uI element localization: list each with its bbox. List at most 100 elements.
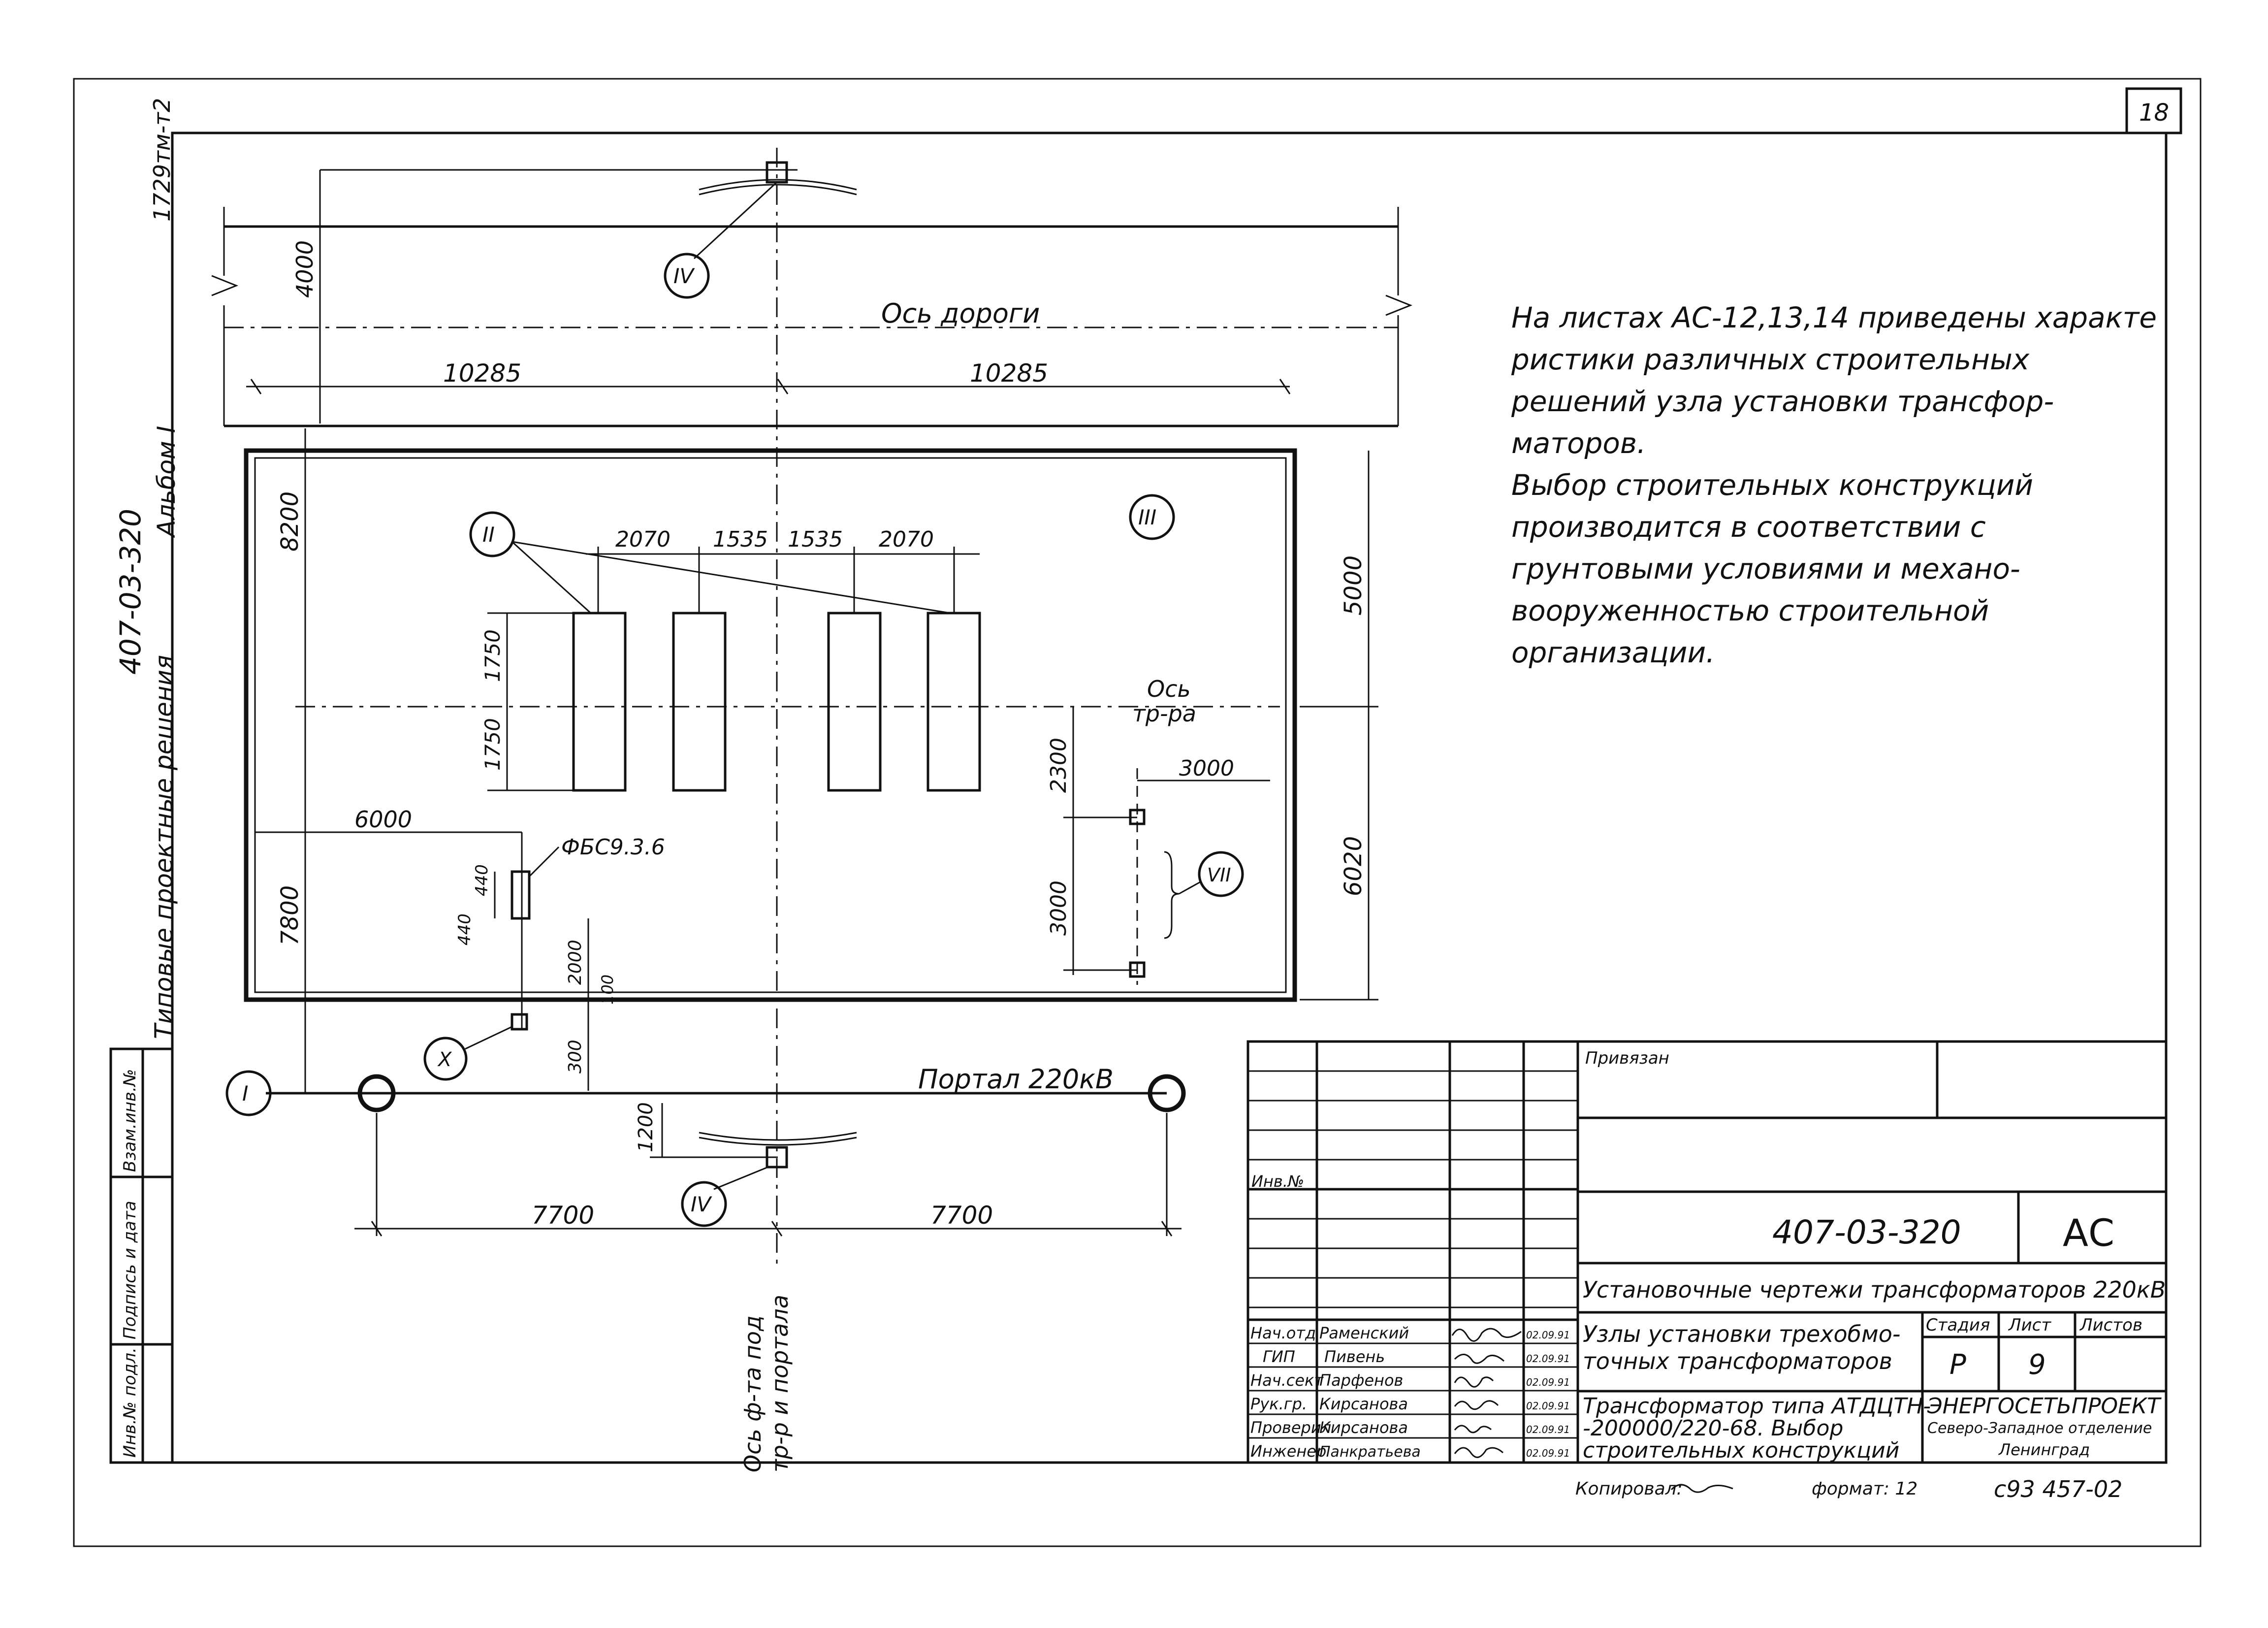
staff-role-2: ГИП <box>1263 1347 1295 1366</box>
staff-date-5: 02.09.91 <box>1526 1424 1570 1435</box>
corner-code-vertical: 1729тм-т2 <box>149 98 175 222</box>
project-title: Установочные чертежи трансформаторов 220… <box>1583 1276 2166 1303</box>
dim-block-440-a: 440 <box>472 864 492 896</box>
portal-column-left <box>357 1074 396 1112</box>
dim-portal-left: 7700 <box>532 1201 594 1230</box>
general-note: На листах АС-12,13,14 приведены характе … <box>1511 301 2157 669</box>
organization-2: Северо-Западное отделение <box>1927 1420 2152 1437</box>
note-line-6: производится в соответствии с <box>1511 510 1986 544</box>
sheet-title-2: точных трансформаторов <box>1583 1348 1892 1374</box>
dim-top-left-half: 10285 <box>443 359 521 388</box>
note-line-7: грунтовыми условиями и механо- <box>1511 552 2020 586</box>
note-line-3: решений узла установки трансфор- <box>1511 385 2054 418</box>
dim-block-2000: 2000 <box>565 940 585 985</box>
foundation-mark: ФБС9.3.6 <box>561 835 665 860</box>
svg-text:I: I <box>242 1081 248 1106</box>
staff-table: Нач.отд Раменский 02.09.91 ГИП Пивень 02… <box>1250 1324 1570 1461</box>
svg-text:III: III <box>1138 505 1156 529</box>
svg-text:II: II <box>482 522 495 547</box>
title-block: Инв.№ Привязан 407-03-320 АС Установочны… <box>1246 1040 2168 1464</box>
bottom-portal-symbol <box>699 1132 857 1146</box>
archive-number: с93 457-02 <box>1994 1476 2122 1502</box>
doc-mark: АС <box>2063 1211 2114 1255</box>
sheet-corner-box <box>2125 87 2182 134</box>
privyazan-label: Привязан <box>1585 1048 1669 1068</box>
anchor-bottom <box>1129 961 1146 978</box>
transformer-site <box>244 448 1297 1002</box>
note-line-5: Выбор строительных конструкций <box>1511 468 2033 502</box>
note-line-1: На листах АС-12,13,14 приведены характе <box>1511 301 2157 334</box>
dim-rail-lower: 1750 <box>480 718 505 771</box>
staff-role-4: Рук.гр. <box>1250 1395 1307 1413</box>
top-portal-symbol <box>699 179 857 195</box>
stage-header: Стадия <box>1926 1315 1990 1335</box>
sheet-header: Лист <box>2008 1315 2051 1335</box>
staff-date-3: 02.09.91 <box>1526 1376 1570 1388</box>
stamp-inv-podl: Инв.№ подл. <box>120 1347 140 1458</box>
callout-X <box>423 1037 468 1081</box>
anchor-top <box>1129 809 1146 825</box>
staff-role-1: Нач.отд <box>1250 1324 1316 1342</box>
callout-II <box>469 511 515 557</box>
stage-value: Р <box>1949 1349 1966 1381</box>
dim-block-440-b: 440 <box>455 913 475 945</box>
typical-solutions-text: Типовые проектные решения <box>150 655 178 1039</box>
copied-signature <box>1670 1484 1733 1493</box>
sheet-no-value: 9 <box>2028 1349 2046 1381</box>
road-axis-label: Ось дороги <box>881 298 1040 329</box>
rail-3 <box>827 612 882 792</box>
outer-border <box>73 78 2202 1547</box>
callout-VII <box>1198 851 1244 897</box>
rail-2 <box>672 612 727 792</box>
svg-text:IV: IV <box>673 264 695 288</box>
organization-1: ЭНЕРГОСЕТЬПРОЕКТ <box>1927 1394 2162 1419</box>
signature-6 <box>1454 1447 1503 1458</box>
staff-name-5: Кирсанова <box>1319 1418 1408 1437</box>
album-vertical: Альбом I <box>152 426 181 538</box>
dim-rail-upper: 1750 <box>480 629 505 682</box>
sheet-corner-number: 18 <box>2139 99 2169 127</box>
staff-name-2: Пивень <box>1324 1347 1385 1366</box>
portal-column-right <box>1148 1074 1186 1112</box>
inv-no-label: Инв.№ <box>1251 1172 1304 1191</box>
dim-rail-gap-3: 1535 <box>788 527 843 552</box>
dim-block-300: 300 <box>565 1040 585 1074</box>
staff-role-6: Инженер <box>1250 1442 1326 1461</box>
dim-block-100: 100 <box>598 975 617 1005</box>
staff-date-6: 02.09.91 <box>1526 1447 1570 1459</box>
dim-rail-gap-4: 2070 <box>879 527 934 552</box>
doc-code: 407-03-320 <box>1772 1213 1961 1251</box>
plan-drawing: Ось дороги 10285 10285 4000 IV Ось ф-та … <box>211 148 1413 1472</box>
organization-3: Ленинград <box>1998 1440 2090 1459</box>
staff-role-5: Проверил <box>1250 1418 1331 1437</box>
callout-IV-bottom <box>681 1181 727 1227</box>
dim-foundation-offset: 6000 <box>354 806 412 833</box>
left-margin-texts: Типовые проектные решения 407-03-320 Аль… <box>114 98 181 1039</box>
dim-left-top-vertical: 8200 <box>276 491 304 552</box>
dim-top-right-half: 10285 <box>970 359 1048 388</box>
portal-label: Портал 220кВ <box>918 1064 1114 1095</box>
signature-4 <box>1454 1400 1499 1410</box>
foundation-block <box>511 870 531 920</box>
sheet-title-1: Узлы установки трехобмо- <box>1583 1321 1900 1347</box>
stamp-podpis-data: Подпись и дата <box>120 1201 140 1339</box>
staff-name-4: Кирсанова <box>1319 1395 1408 1413</box>
dim-left-bottom-vertical: 7800 <box>276 885 304 945</box>
signature-2 <box>1454 1354 1505 1364</box>
transformer-axis-label-1: Ось <box>1147 676 1191 702</box>
staff-name-3: Парфенов <box>1319 1371 1403 1390</box>
left-stamp: Взам.инв.№ Подпись и дата Инв.№ подл. <box>109 1047 174 1464</box>
drawing-title-3: строительных конструкций <box>1583 1438 1899 1463</box>
format-label: формат: 12 <box>1812 1479 1917 1499</box>
svg-text:X: X <box>437 1048 452 1071</box>
staff-date-1: 02.09.91 <box>1526 1329 1570 1341</box>
doc-code-vertical: 407-03-320 <box>114 509 147 675</box>
signature-5 <box>1454 1425 1492 1433</box>
copied-label: Копировал: <box>1575 1479 1683 1499</box>
drawing-title-2: -200000/220-68. Выбор <box>1583 1416 1843 1441</box>
dim-rail-gap-2: 1535 <box>713 527 768 552</box>
note-line-4: маторов. <box>1511 426 1646 460</box>
staff-role-3: Нач.сект <box>1250 1371 1324 1390</box>
staff-name-6: Панкратьева <box>1319 1443 1421 1461</box>
